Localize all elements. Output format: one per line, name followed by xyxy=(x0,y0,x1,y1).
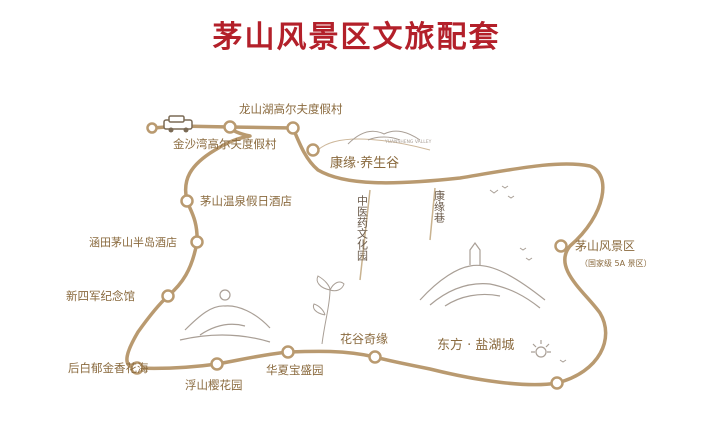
stop-label-hantian: 涵田茅山半岛酒店 xyxy=(89,235,177,249)
marker-jinshawan[interactable] xyxy=(286,121,300,135)
marker-longshanhu[interactable] xyxy=(223,120,237,134)
stop-label-maoshan: 茅山风景区 xyxy=(575,239,635,253)
flower-sketch-icon xyxy=(312,275,345,345)
stop-label-houbai: 后白郁金香花海 xyxy=(68,361,149,375)
marker-hantian[interactable] xyxy=(190,235,204,249)
sun-icon xyxy=(531,340,551,358)
bird-icon xyxy=(489,185,567,363)
stop-label-jinshawan: 金沙湾高尔夫度假村 xyxy=(173,137,277,151)
marker-huaxia[interactable] xyxy=(281,345,295,359)
kangyuan-valley-label: 康缘·养生谷 xyxy=(330,155,399,171)
marker-wenquan[interactable] xyxy=(180,194,194,208)
stop-label-wenquan: 茅山温泉假日酒店 xyxy=(200,194,292,208)
marker-maoshan[interactable] xyxy=(554,239,568,253)
pagoda-icon xyxy=(419,241,546,309)
road-line-1 xyxy=(359,189,371,281)
marker-kangyuan[interactable] xyxy=(306,143,320,157)
marker-houbai[interactable] xyxy=(130,361,144,375)
marker-end xyxy=(550,376,564,390)
marker-fushan[interactable] xyxy=(210,357,224,371)
left-mountain-icon xyxy=(179,289,271,343)
stop-label-fushan: 浮山樱花园 xyxy=(185,378,243,392)
marker-start xyxy=(146,122,158,134)
kangyuan-valley-en: YUANSHENG VALLEY xyxy=(384,139,432,145)
stop-note-maoshan: （国家级 5A 景区） xyxy=(580,258,652,268)
road-line-2 xyxy=(429,187,436,241)
stop-label-huagu: 花谷奇缘 xyxy=(340,331,388,346)
tcm-culture-park-label: 中医药文化园 xyxy=(356,195,369,262)
stop-label-huaxia: 华夏宝盛园 xyxy=(266,363,324,377)
marker-xinsijun[interactable] xyxy=(161,289,175,303)
stop-markers xyxy=(130,120,568,390)
car-icon xyxy=(163,115,193,133)
kangyuan-lane-label: 康缘巷 xyxy=(433,189,446,223)
kangyuan-road xyxy=(317,138,431,151)
dongfang-yanhu-label: 东方 · 盐湖城 xyxy=(437,337,514,353)
marker-huagu[interactable] xyxy=(368,350,382,364)
page-title: 茅山风景区文旅配套 xyxy=(212,20,501,55)
stop-label-longshanhu: 龙山湖高尔夫度假村 xyxy=(239,102,343,116)
mountain-icon xyxy=(347,130,421,145)
stop-label-xinsijun: 新四军纪念馆 xyxy=(66,289,135,303)
